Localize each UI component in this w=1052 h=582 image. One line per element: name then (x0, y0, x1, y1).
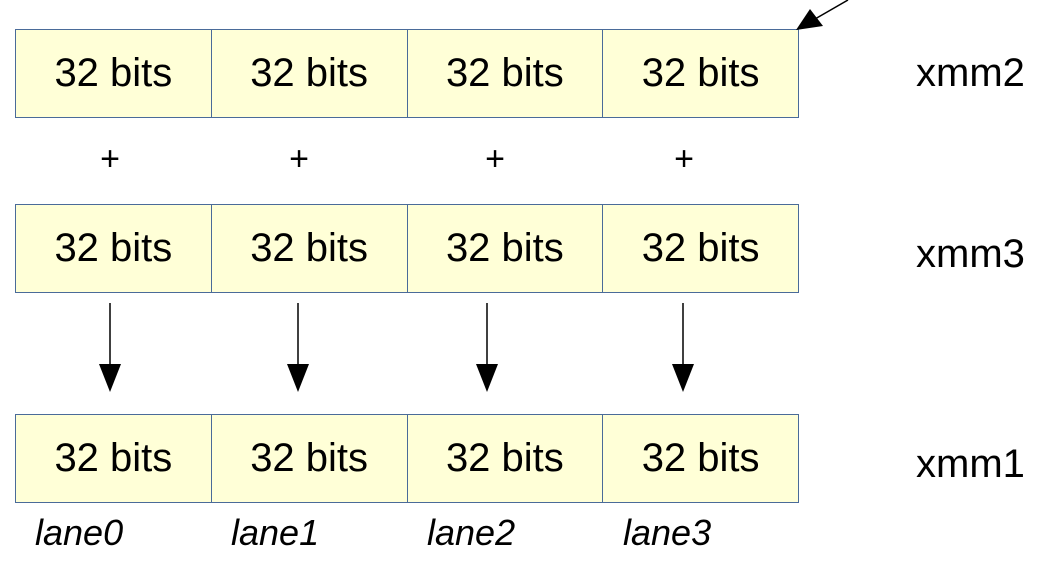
register-label-xmm1: xmm1 (916, 442, 1025, 486)
plus-operator: + (100, 140, 120, 178)
register-cell: 32 bits (16, 415, 212, 502)
register-label-xmm2: xmm2 (916, 51, 1025, 95)
register-row-xmm3: 32 bits 32 bits 32 bits 32 bits (15, 204, 799, 293)
register-cell: 32 bits (407, 415, 604, 502)
plus-operator: + (485, 140, 505, 178)
down-arrow (99, 303, 121, 392)
register-cell: 32 bits (407, 205, 604, 292)
lane-label: lane3 (623, 512, 712, 553)
register-cell: 32 bits (16, 30, 212, 117)
register-row-xmm2: 32 bits 32 bits 32 bits 32 bits (15, 29, 799, 118)
lane-label: lane1 (231, 512, 320, 553)
plus-operator: + (289, 140, 309, 178)
register-cell: 32 bits (603, 205, 799, 292)
register-cell: 32 bits (16, 205, 212, 292)
plus-operator: + (674, 140, 694, 178)
register-cell: 32 bits (603, 30, 799, 117)
lane-label: lane2 (427, 512, 516, 553)
register-cell: 32 bits (407, 30, 604, 117)
down-arrow (476, 303, 498, 392)
register-label-xmm3: xmm3 (916, 232, 1025, 276)
lane-label: lane0 (35, 512, 124, 553)
register-cell: 32 bits (603, 415, 799, 502)
down-arrow (672, 303, 694, 392)
register-cell: 32 bits (211, 415, 408, 502)
pointer-arrow (796, 0, 849, 30)
register-cell: 32 bits (211, 30, 408, 117)
register-cell: 32 bits (211, 205, 408, 292)
register-row-xmm1: 32 bits 32 bits 32 bits 32 bits (15, 414, 799, 503)
down-arrow (287, 303, 309, 392)
